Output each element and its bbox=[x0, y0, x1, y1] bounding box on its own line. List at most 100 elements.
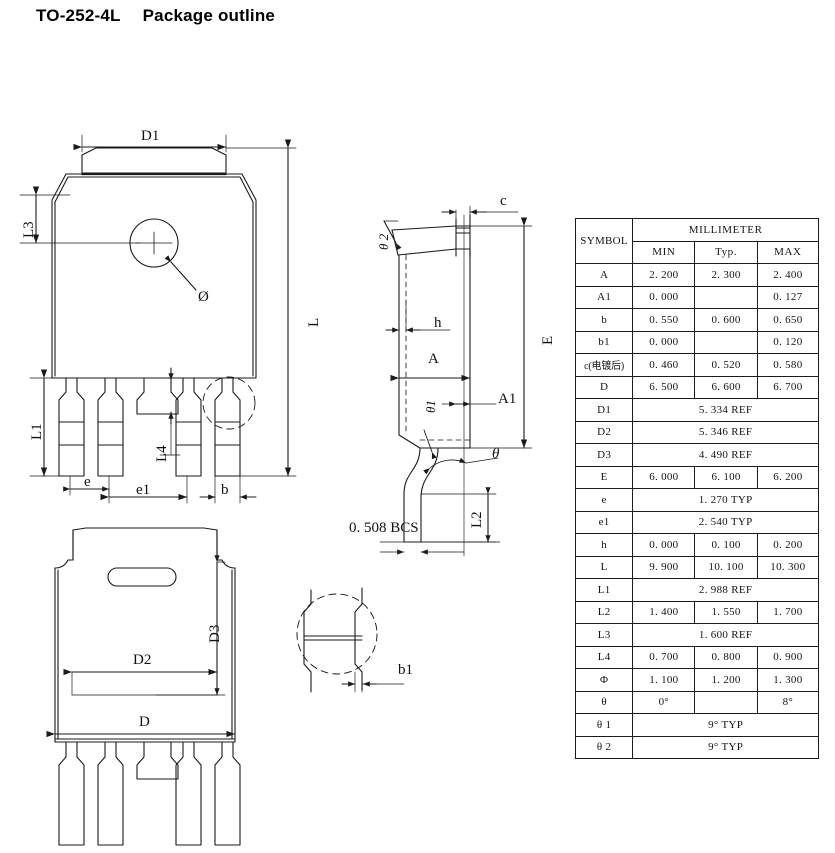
cell-symbol: A1 bbox=[574, 285, 634, 309]
table-header-row-1: SYMBOL MILLIMETER bbox=[574, 218, 819, 264]
cell-min: 0. 000 bbox=[632, 533, 696, 557]
cell-value-span: 4. 490 REF bbox=[632, 443, 819, 467]
cell-min: 0. 700 bbox=[632, 645, 696, 669]
detail-view-group bbox=[296, 587, 405, 693]
cell-max: 6. 200 bbox=[756, 465, 820, 489]
cell-value-span: 9° TYP bbox=[632, 713, 819, 737]
dim-label-theta1: θ1 bbox=[423, 400, 438, 413]
cell-symbol: e bbox=[574, 488, 634, 512]
cell-typ: 2. 300 bbox=[694, 263, 758, 287]
cell-symbol: D bbox=[574, 375, 634, 399]
cell-min: 0° bbox=[632, 690, 696, 714]
cell-max: 0. 127 bbox=[756, 285, 820, 309]
cell-symbol: b bbox=[574, 308, 634, 332]
cell-min: 6. 500 bbox=[632, 375, 696, 399]
cell-max: 0. 650 bbox=[756, 308, 820, 332]
cell-value-span: 1. 600 REF bbox=[632, 623, 819, 647]
cell-max: 10. 300 bbox=[756, 555, 820, 579]
cell-symbol: D3 bbox=[574, 443, 634, 467]
bottom-view-group bbox=[46, 527, 241, 846]
cell-max: 0. 120 bbox=[756, 330, 820, 354]
cell-value-span: 9° TYP bbox=[632, 735, 819, 759]
dim-label-l4: L4 bbox=[154, 445, 170, 462]
package-name: TO-252-4L bbox=[36, 6, 121, 25]
cell-max: 0. 200 bbox=[756, 533, 820, 557]
cell-symbol: E bbox=[574, 465, 634, 489]
dim-label-theta2: θ 2 bbox=[376, 233, 391, 250]
cell-max: 2. 400 bbox=[756, 263, 820, 287]
cell-min: 0. 000 bbox=[632, 285, 696, 309]
dim-label-l2: L2 bbox=[469, 511, 485, 528]
col-header-symbol: SYMBOL bbox=[574, 218, 634, 264]
dim-label-d2: D2 bbox=[133, 652, 152, 668]
cell-max: 1. 300 bbox=[756, 668, 820, 692]
cell-symbol: Φ bbox=[574, 668, 634, 692]
cell-symbol: c(电镀后) bbox=[574, 353, 634, 377]
col-header-unit: MILLIMETER bbox=[632, 218, 819, 242]
cell-max: 0. 900 bbox=[756, 645, 820, 669]
cell-value-span: 2. 988 REF bbox=[632, 578, 819, 602]
cell-typ: 1. 550 bbox=[694, 600, 758, 624]
page-heading: Package outline bbox=[142, 6, 276, 25]
cell-typ: 6. 600 bbox=[694, 375, 758, 399]
cell-max: 1. 700 bbox=[756, 600, 820, 624]
cell-min: 2. 200 bbox=[632, 263, 696, 287]
dim-label-l: L bbox=[306, 317, 322, 327]
cell-min: 1. 400 bbox=[632, 600, 696, 624]
cell-value-span: 2. 540 TYP bbox=[632, 510, 819, 534]
page-title: TO-252-4L Package outline bbox=[36, 6, 275, 26]
dim-label-b1: b1 bbox=[398, 662, 413, 678]
cell-value-span: 5. 334 REF bbox=[632, 398, 819, 422]
cell-symbol: L3 bbox=[574, 623, 634, 647]
top-view-group bbox=[19, 134, 297, 504]
cell-max: 0. 580 bbox=[756, 353, 820, 377]
cell-typ: 6. 100 bbox=[694, 465, 758, 489]
cell-symbol: e1 bbox=[574, 510, 634, 534]
cell-value-span: 5. 346 REF bbox=[632, 420, 819, 444]
dim-label-e-side: E bbox=[540, 335, 556, 345]
cell-max: 6. 700 bbox=[756, 375, 820, 399]
cell-min: 0. 550 bbox=[632, 308, 696, 332]
cell-typ: 10. 100 bbox=[694, 555, 758, 579]
dim-label-d: D bbox=[139, 714, 150, 730]
dim-label-e1: e1 bbox=[136, 482, 151, 498]
cell-symbol: θ 1 bbox=[574, 713, 634, 737]
cell-value-span: 1. 270 TYP bbox=[632, 488, 819, 512]
dim-label-e: e bbox=[84, 474, 91, 490]
cell-min: 0. 460 bbox=[632, 353, 696, 377]
cell-typ: 0. 600 bbox=[694, 308, 758, 332]
side-view-group bbox=[379, 205, 533, 557]
cell-min: 9. 900 bbox=[632, 555, 696, 579]
cell-min: 1. 100 bbox=[632, 668, 696, 692]
cell-symbol: L1 bbox=[574, 578, 634, 602]
cell-symbol: L4 bbox=[574, 645, 634, 669]
cell-typ bbox=[694, 285, 758, 309]
cell-typ: 0. 100 bbox=[694, 533, 758, 557]
col-header-max: MAX bbox=[756, 240, 820, 264]
cell-symbol: L bbox=[574, 555, 634, 579]
dim-label-b: b bbox=[221, 482, 229, 498]
cell-symbol: L2 bbox=[574, 600, 634, 624]
cell-min: 6. 000 bbox=[632, 465, 696, 489]
